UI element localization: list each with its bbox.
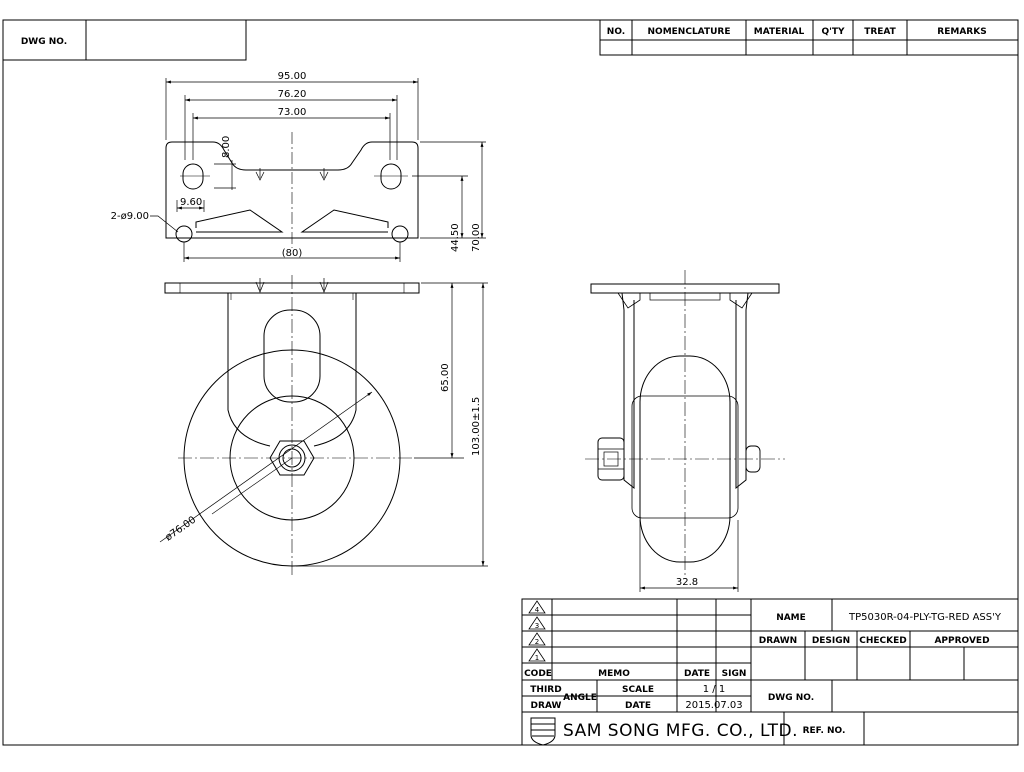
title-block-labels: CODE MEMO DATE SIGN NAME TP5030R-04-PLY-…: [524, 612, 1002, 741]
dwg-no-block-label: DWG NO.: [768, 693, 814, 703]
top-view: [165, 132, 419, 248]
rib-left: [195, 209, 284, 233]
angle-label: ANGLE: [563, 693, 597, 703]
scale-label: SCALE: [622, 685, 654, 695]
date-col-label: DATE: [684, 669, 710, 679]
dim-plate-depth: 70.00: [471, 223, 482, 252]
parts-list-table: NO. NOMENCLATURE MATERIAL Q'TY TREAT REM…: [599, 19, 1019, 56]
mount-hole-left: [182, 163, 204, 190]
checked-label: CHECKED: [859, 636, 906, 646]
mount-hole-right: [380, 163, 402, 190]
front-view: [164, 275, 420, 575]
dim-total-height: 103.00±1.5: [471, 397, 482, 456]
dwg-no-label: DWG NO.: [21, 37, 67, 47]
side-view: [585, 270, 785, 592]
side-fork-left: [621, 292, 635, 490]
plate-outline: [165, 141, 419, 239]
rev-mark-4: 4: [535, 606, 540, 614]
ref-no-label: REF. NO.: [803, 726, 846, 736]
dim-hole-pitch-outer: 76.20: [278, 89, 307, 100]
dim-plate-length-ref: (80): [282, 248, 303, 259]
col-no: NO.: [607, 27, 625, 37]
title-block: [521, 598, 1019, 746]
rev-mark-1: 1: [535, 654, 539, 662]
col-treat: TREAT: [864, 27, 896, 37]
company-name: SAM SONG MFG. CO., LTD.: [563, 721, 798, 741]
draw-label: DRAW: [531, 701, 562, 711]
date-value: 2015.07.03: [685, 700, 742, 711]
dim-wheel-width: 32.8: [676, 577, 698, 588]
sheet-border: [2, 19, 1019, 746]
dim-hole-depth: 44.50: [450, 223, 461, 252]
col-nomenclature: NOMENCLATURE: [648, 27, 731, 37]
col-qty: Q'TY: [821, 27, 845, 37]
dim-holes: 2-ø9.00: [111, 211, 149, 222]
approved-label: APPROVED: [934, 636, 989, 646]
dim-hole-pitch-inner: 73.00: [278, 107, 307, 118]
side-fork-right: [735, 292, 749, 490]
col-remarks: REMARKS: [937, 27, 986, 37]
design-label: DESIGN: [812, 636, 850, 646]
rev-mark-3: 3: [535, 622, 539, 630]
dwg-no-box: DWG NO.: [2, 19, 247, 61]
dim-axle-height: 65.00: [440, 363, 451, 392]
memo-label: MEMO: [598, 669, 630, 679]
dim-slot-height: 8.00: [221, 136, 232, 158]
sign-label: SIGN: [722, 669, 747, 679]
company-logo-icon: [530, 717, 556, 746]
dim-slot-offset: 9.60: [180, 197, 202, 208]
third-label: THIRD: [530, 685, 561, 695]
dim-wheel-diameter: ø76.00: [163, 515, 198, 544]
name-label: NAME: [776, 613, 806, 623]
top-view-dimensions: [150, 78, 486, 262]
top-view-dim-labels: 95.00 76.20 73.00 8.00 9.60 2-ø9.00 (80)…: [111, 71, 482, 259]
rib-right: [300, 209, 389, 233]
col-material: MATERIAL: [754, 27, 805, 37]
date-label: DATE: [625, 701, 651, 711]
front-fork: [227, 293, 357, 447]
front-view-dimensions: [159, 282, 488, 567]
rev-mark-2: 2: [535, 638, 539, 646]
name-value: TP5030R-04-PLY-TG-RED ASS'Y: [848, 612, 1002, 623]
front-view-dim-labels: 65.00 103.00±1.5 ø76.00: [163, 363, 482, 543]
dim-top-width: 95.00: [278, 71, 307, 82]
revision-marks: [528, 600, 546, 662]
drawn-label: DRAWN: [759, 636, 797, 646]
revision-mark-labels: 4 3 2 1: [535, 606, 540, 662]
code-label: CODE: [524, 669, 552, 679]
scale-value: 1 / 1: [703, 684, 725, 695]
